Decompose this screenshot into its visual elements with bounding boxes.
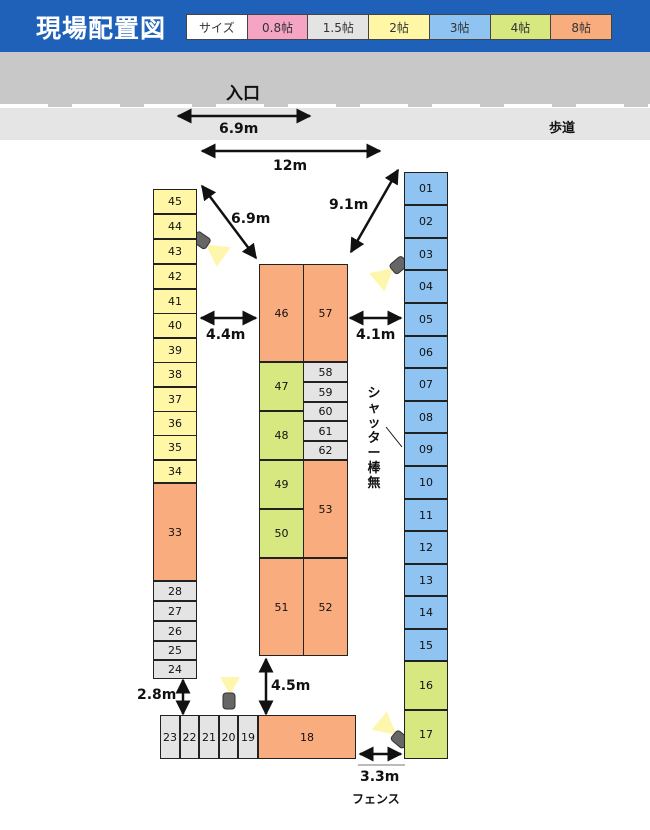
legend-0.8: 0.8帖 <box>246 15 308 39</box>
unit-50: 50 <box>259 509 304 558</box>
dim-diag-left: 6.9m <box>231 211 271 227</box>
dim-bottom-left: 2.8m <box>137 687 177 703</box>
unit-14: 14 <box>404 596 448 629</box>
unit-18: 18 <box>258 715 356 759</box>
unit-59: 59 <box>303 382 348 402</box>
legend-3: 3帖 <box>428 15 490 39</box>
unit-51: 51 <box>259 558 304 656</box>
arrow-diag-right <box>349 168 400 254</box>
unit-02: 02 <box>404 205 448 238</box>
dim-gap-right: 4.1m <box>356 327 396 343</box>
unit-08: 08 <box>404 401 448 433</box>
unit-21: 21 <box>199 715 219 759</box>
unit-41: 41 <box>153 289 197 314</box>
dim-gap-left: 4.4m <box>206 327 246 343</box>
unit-13: 13 <box>404 564 448 596</box>
unit-37: 37 <box>153 387 197 412</box>
shutter-note: シャッター棒無 <box>367 386 381 491</box>
sidewalk <box>0 108 650 140</box>
unit-25: 25 <box>153 641 197 660</box>
shutter-leader <box>385 426 403 448</box>
unit-43: 43 <box>153 239 197 264</box>
unit-53: 53 <box>303 460 348 558</box>
fence-label: フェンス <box>352 792 400 806</box>
unit-57: 57 <box>303 264 348 362</box>
unit-58: 58 <box>303 362 348 382</box>
unit-52: 52 <box>303 558 348 656</box>
unit-48: 48 <box>259 411 304 460</box>
size-legend: サイズ 0.8帖 1.5帖 2帖 3帖 4帖 8帖 <box>186 14 612 40</box>
unit-28: 28 <box>153 581 197 601</box>
unit-24: 24 <box>153 660 197 679</box>
unit-38: 38 <box>153 362 197 387</box>
unit-03: 03 <box>404 238 448 270</box>
unit-16: 16 <box>404 661 448 710</box>
unit-40: 40 <box>153 313 197 338</box>
unit-36: 36 <box>153 411 197 436</box>
unit-27: 27 <box>153 601 197 621</box>
unit-06: 06 <box>404 336 448 368</box>
entrance-label: 入口 <box>226 84 260 104</box>
unit-62: 62 <box>303 441 348 460</box>
dim-entrance-width: 6.9m <box>219 121 259 137</box>
unit-07: 07 <box>404 368 448 401</box>
legend-2: 2帖 <box>368 15 429 39</box>
unit-49: 49 <box>259 460 304 509</box>
dim-diag-right: 9.1m <box>329 197 369 213</box>
unit-10: 10 <box>404 466 448 499</box>
unit-20: 20 <box>219 715 238 759</box>
legend-1.5: 1.5帖 <box>307 15 369 39</box>
unit-22: 22 <box>180 715 199 759</box>
legend-heading: サイズ <box>199 20 235 35</box>
unit-23: 23 <box>160 715 180 759</box>
legend-8: 8帖 <box>550 15 612 39</box>
unit-61: 61 <box>303 421 348 441</box>
unit-39: 39 <box>153 338 197 363</box>
unit-42: 42 <box>153 264 197 289</box>
unit-01: 01 <box>404 172 448 205</box>
unit-35: 35 <box>153 435 197 460</box>
unit-47: 47 <box>259 362 304 411</box>
page-title: 現場配置図 <box>36 14 167 43</box>
road <box>0 52 650 107</box>
unit-44: 44 <box>153 214 197 239</box>
unit-33: 33 <box>153 483 197 581</box>
unit-12: 12 <box>404 531 448 564</box>
unit-26: 26 <box>153 621 197 641</box>
arrow-diag-left <box>201 184 257 260</box>
camera-icon <box>220 677 240 710</box>
dim-top-width: 12m <box>273 158 308 174</box>
road-lane-marking <box>0 104 650 108</box>
dim-bottom-center: 4.5m <box>271 678 311 694</box>
unit-45: 45 <box>153 189 197 214</box>
unit-15: 15 <box>404 629 448 661</box>
unit-05: 05 <box>404 303 448 336</box>
unit-17: 17 <box>404 710 448 759</box>
unit-34: 34 <box>153 460 197 483</box>
sidewalk-label: 歩道 <box>549 121 576 136</box>
unit-04: 04 <box>404 270 448 303</box>
unit-60: 60 <box>303 402 348 421</box>
unit-11: 11 <box>404 499 448 531</box>
dim-fence-gap: 3.3m <box>360 769 400 785</box>
legend-4: 4帖 <box>489 15 551 39</box>
unit-19: 19 <box>238 715 258 759</box>
unit-46: 46 <box>259 264 304 362</box>
unit-09: 09 <box>404 433 448 466</box>
header-bar: 現場配置図 サイズ 0.8帖 1.5帖 2帖 3帖 4帖 8帖 <box>0 0 650 52</box>
